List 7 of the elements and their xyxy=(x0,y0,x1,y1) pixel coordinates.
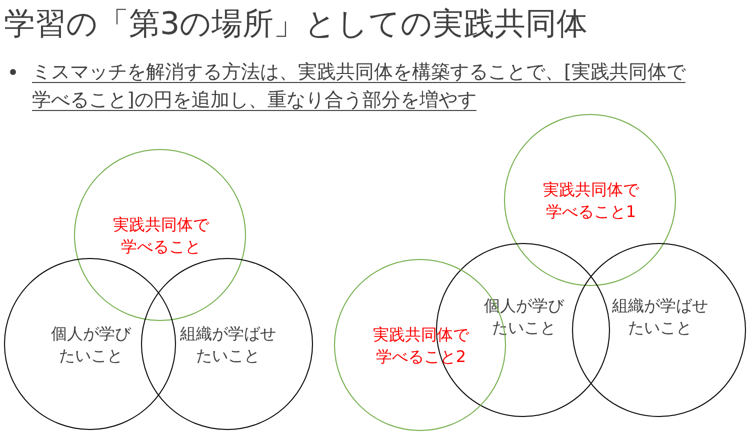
circle-label: 実践共同体で学べること1 xyxy=(542,179,640,223)
circle-label: 実践共同体で学べること xyxy=(112,214,210,258)
bullet-text: ミスマッチを解消する方法は、実践共同体を構築することで、[実践共同体で学べること]の円を追加し、重なり合う部分を増やす xyxy=(32,60,687,113)
circle-label: 個人が学びたいこと xyxy=(50,323,132,367)
slide-title: 学習の「第3の場所」としての実践共同体 xyxy=(4,5,588,44)
circle-label: 組織が学ばせたいこと xyxy=(611,295,709,339)
circle-label: 組織が学ばせたいこと xyxy=(179,323,277,367)
